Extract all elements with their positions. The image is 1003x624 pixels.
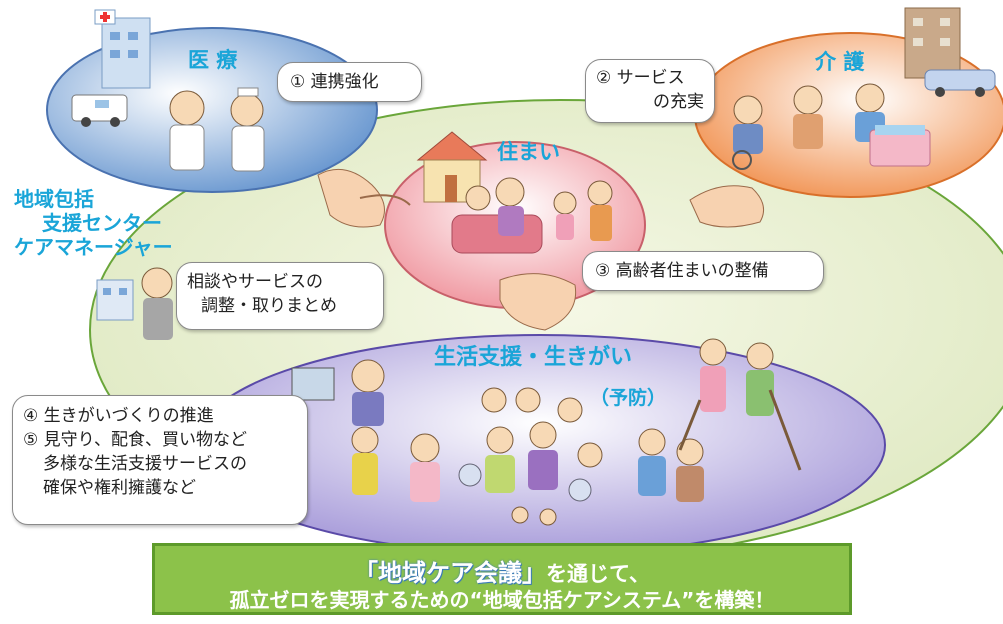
exercise-illustration — [351, 426, 440, 502]
livelihood-label: 生活支援・生きがい — [434, 345, 633, 370]
callout-livelihood-line1: ④ 生きがいづくりの推進 — [23, 406, 214, 426]
callout-coordination-line2: 調整・取りまとめ — [201, 296, 337, 316]
care-facility-icon — [904, 7, 996, 97]
handshake-center-icon — [499, 273, 577, 331]
banner-emphasis: 「地域ケア会議」 — [354, 559, 547, 587]
callout-livelihood-line2: ⑤ 見守り、配食、買い物など — [23, 430, 247, 450]
family-illustration — [451, 177, 613, 254]
elderly-computer-illustration — [291, 359, 385, 426]
doctor-nurse-illustration — [169, 87, 265, 172]
banner-line1-rest: を通じて、 — [546, 562, 650, 586]
handshake-right-icon — [689, 185, 765, 228]
support-center-label-line3: ケアマネージャー — [14, 235, 173, 259]
callout-livelihood-line3: 多様な生活支援サービスの — [43, 454, 247, 474]
medical-label: 医 療 — [188, 48, 238, 72]
gateball-illustration — [678, 338, 802, 471]
care-label: 介 護 — [815, 50, 865, 74]
callout-livelihood-line4: 確保や権利擁護など — [43, 478, 196, 498]
conclusion-banner: 「地域ケア会議」を通じて、 孤立ゼロを実現するための“地域包括ケアシステム”を構… — [152, 543, 852, 615]
callout-housing-text: ③ 高齢者住まいの整備 — [595, 261, 769, 281]
callout-service-line2: の充実 — [653, 92, 704, 112]
callout-coordination-line1: 相談やサービスの — [187, 272, 323, 292]
callout-service-line1: ② サービス — [596, 68, 685, 88]
support-center-label-line1: 地域包括 — [14, 187, 94, 211]
prevention-label: （予防） — [590, 387, 667, 409]
support-center-building-icon — [96, 279, 134, 321]
caregiver-illustration — [732, 83, 931, 170]
callout-collaboration-text: ① 連携強化 — [290, 72, 379, 92]
callout-livelihood-support: ④ 生きがいづくりの推進 ⑤ 見守り、配食、買い物など 多様な生活支援サービスの… — [12, 395, 308, 525]
shopping-illustration — [638, 428, 704, 502]
callout-coordination: 相談やサービスの 調整・取りまとめ — [176, 262, 384, 330]
banner-line1: 「地域ケア会議」を通じて、 — [155, 553, 849, 588]
ambulance-icon — [71, 94, 128, 127]
support-center-label: 地域包括 支援センター ケアマネージャー — [14, 187, 173, 259]
housing-label: 住まい — [497, 140, 560, 164]
hospital-icon — [94, 9, 151, 89]
care-manager-illustration — [141, 267, 173, 340]
banner-line2: 孤立ゼロを実現するための“地域包括ケアシステム”を構築！ — [229, 588, 775, 612]
community-group-illustration — [458, 387, 603, 526]
callout-housing-development: ③ 高齢者住まいの整備 — [582, 251, 824, 291]
handshake-left-icon — [317, 168, 411, 228]
callout-collaboration: ① 連携強化 — [277, 62, 422, 102]
support-center-label-line2: 支援センター — [42, 211, 162, 235]
callout-service-enhancement: ② サービス の充実 — [585, 59, 715, 123]
